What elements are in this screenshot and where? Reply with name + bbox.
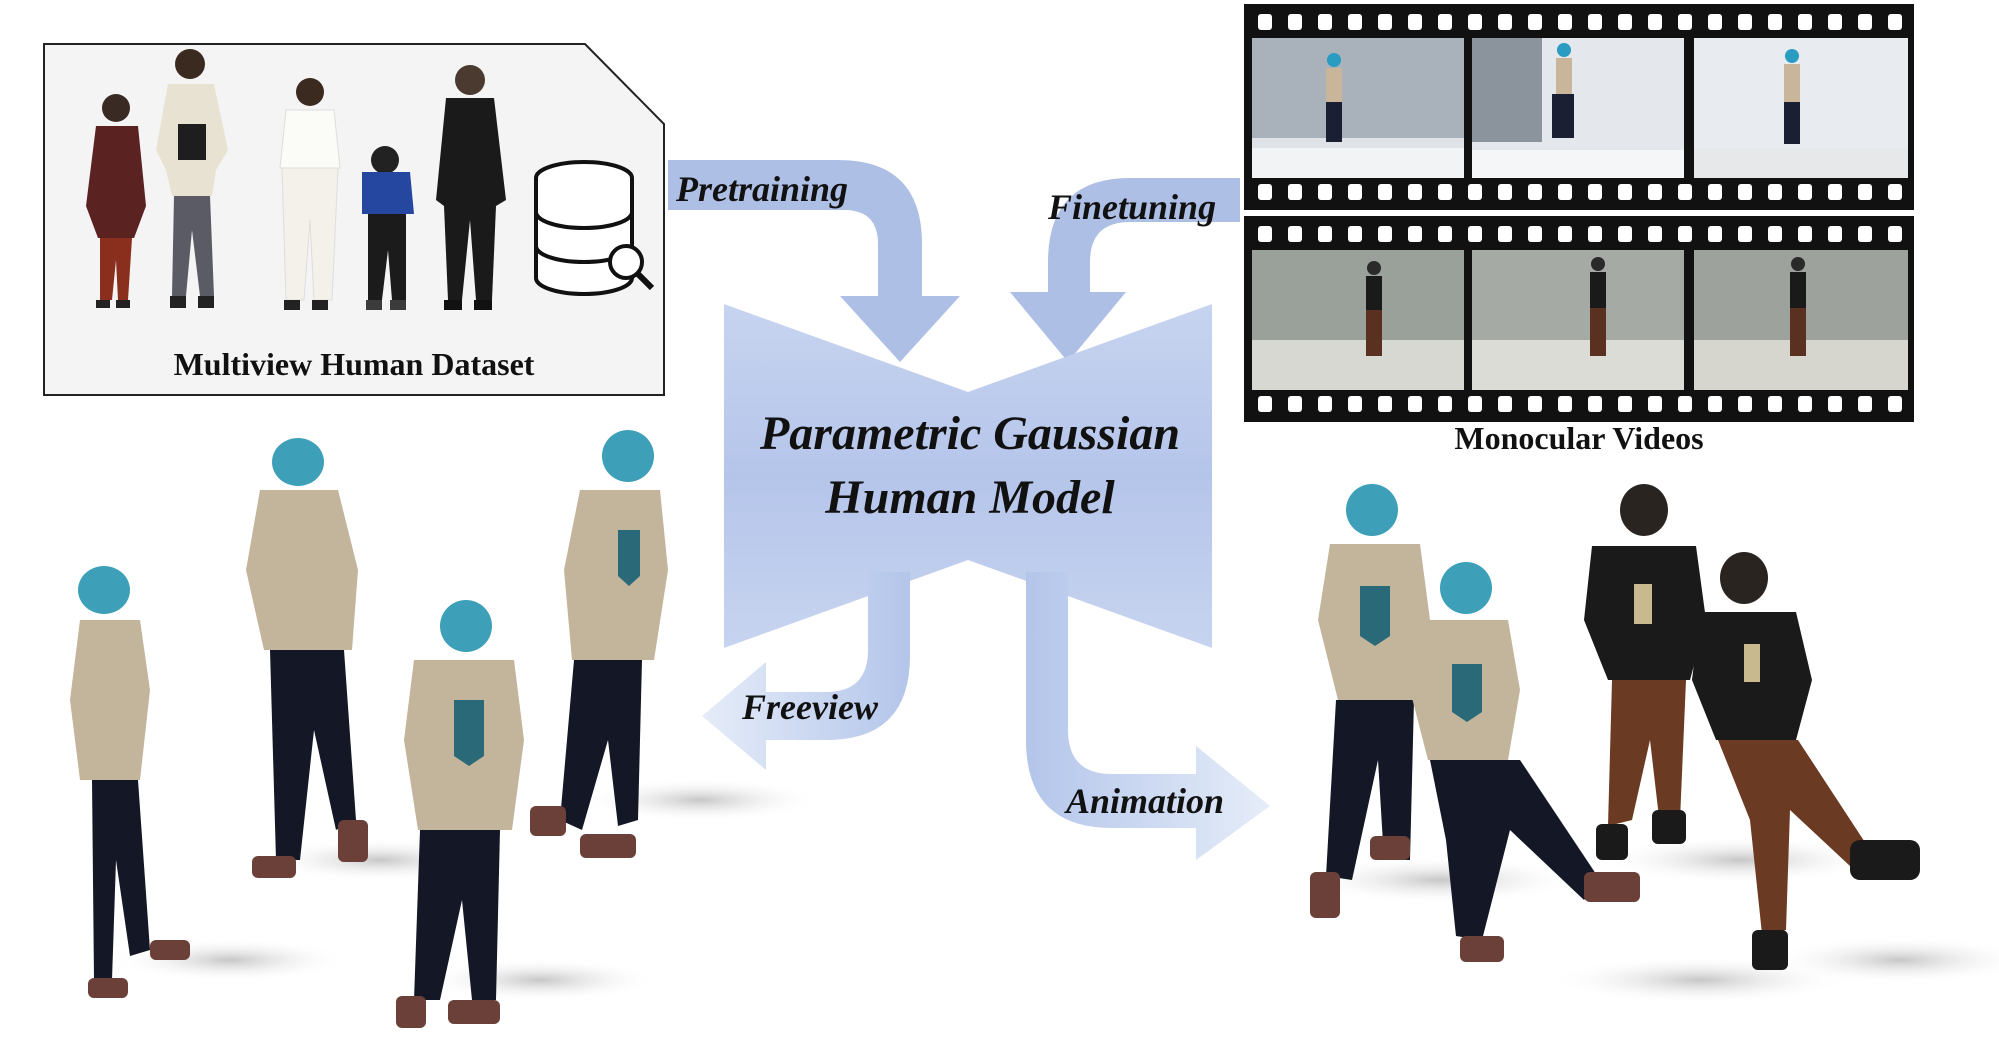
video-frame-indoor-3 bbox=[1694, 250, 1908, 390]
freeview-figures bbox=[70, 430, 820, 1028]
freeview-person-2 bbox=[246, 438, 368, 878]
parametric-model-shape bbox=[724, 304, 1212, 648]
finetuning-arrow bbox=[1010, 178, 1240, 362]
dataset-person-1 bbox=[86, 94, 146, 308]
model-title-line2: Human Model bbox=[825, 471, 1115, 524]
freeview-person-3 bbox=[396, 600, 524, 1028]
dataset-person-5 bbox=[436, 65, 506, 310]
video-frame-outdoor-3 bbox=[1694, 38, 1908, 178]
animation-figures bbox=[1300, 484, 1999, 1004]
video-frame-outdoor-1 bbox=[1252, 38, 1464, 178]
animation-person-4 bbox=[1692, 552, 1920, 970]
film-strip-bottom bbox=[1244, 216, 1914, 422]
video-frame-indoor-1 bbox=[1252, 250, 1464, 390]
animation-person-1 bbox=[1310, 484, 1430, 918]
dataset-person-4 bbox=[362, 146, 414, 310]
pretraining-arrow bbox=[668, 160, 960, 362]
dataset-person-3 bbox=[279, 78, 341, 310]
freeview-label: Freeview bbox=[742, 687, 878, 727]
dataset-caption: Multiview Human Dataset bbox=[173, 346, 535, 382]
animation-person-2 bbox=[1410, 562, 1640, 962]
animation-person-3 bbox=[1584, 484, 1706, 860]
animation-arrow bbox=[1026, 572, 1270, 860]
dataset-person-2 bbox=[156, 49, 228, 308]
database-search-icon bbox=[534, 160, 655, 296]
animation-label: Animation bbox=[1066, 781, 1225, 821]
film-strip-top bbox=[1244, 4, 1914, 210]
videos-caption: Monocular Videos bbox=[1454, 420, 1704, 456]
freeview-person-4 bbox=[530, 430, 668, 858]
model-title-line1: Parametric Gaussian bbox=[759, 407, 1181, 460]
freeview-arrow bbox=[702, 572, 910, 770]
video-frame-indoor-2 bbox=[1472, 250, 1684, 390]
video-frame-outdoor-2 bbox=[1472, 38, 1684, 178]
finetuning-label: Finetuning bbox=[1048, 187, 1217, 227]
pretraining-label: Pretraining bbox=[676, 169, 849, 209]
freeview-person-1 bbox=[70, 566, 190, 998]
